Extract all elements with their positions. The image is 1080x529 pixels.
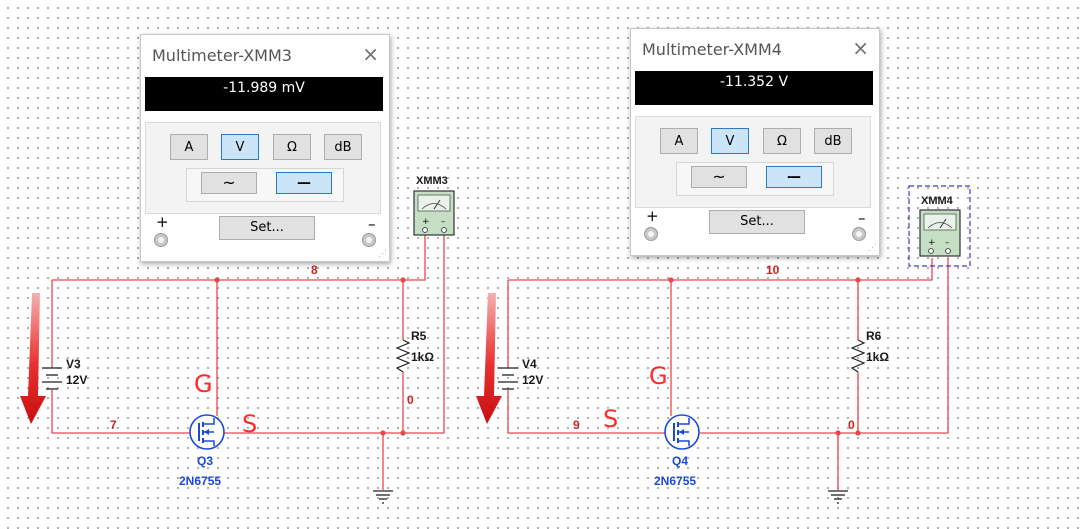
mode-button-ampere[interactable]: A [660, 128, 698, 154]
negative-terminal-label: – [368, 215, 376, 233]
battery-symbol[interactable] [42, 367, 62, 390]
mode-button-volt[interactable]: V [221, 134, 259, 160]
net-label: 10 [766, 263, 780, 277]
source-annotation: S [242, 410, 257, 438]
settings-button[interactable]: Set... [219, 216, 315, 240]
mode-button-ohm[interactable]: Ω [273, 134, 311, 160]
mosfet-symbol[interactable] [664, 414, 700, 450]
gate-annotation: G [649, 362, 668, 390]
control-panel: A V Ω dB ~ — [635, 116, 871, 208]
net-label: 8 [311, 263, 318, 277]
gate-annotation: G [194, 370, 213, 398]
instrument-plus: + [928, 238, 936, 248]
battery-symbol[interactable] [498, 367, 518, 390]
control-panel: A V Ω dB ~ — [145, 122, 381, 214]
positive-terminal-label: + [646, 207, 659, 225]
junction-dot [214, 277, 220, 283]
ground-symbol[interactable] [828, 490, 848, 504]
instrument-minus: – [945, 238, 950, 248]
resistor-name: R5 [411, 329, 427, 343]
positive-terminal-label: + [156, 213, 169, 231]
resize-grip-icon[interactable]: ⋰ [378, 248, 387, 258]
transistor-name: Q4 [672, 454, 688, 468]
wires-left [51, 234, 445, 490]
positive-terminal[interactable] [154, 233, 168, 247]
window-title: Multimeter-XMM3 [152, 46, 292, 65]
close-icon[interactable]: × [362, 42, 379, 66]
circuit-right: V4 12V R6 1kΩ Q4 2N6755 G S 10 9 0 [476, 185, 971, 504]
source-name: V4 [522, 357, 537, 371]
multimeter-instrument-icon[interactable] [919, 209, 961, 257]
junction-dot [400, 277, 406, 283]
resistor-name: R6 [866, 329, 882, 343]
ac-coupling-button[interactable]: ~ [691, 166, 747, 188]
selection-box [908, 185, 971, 267]
instrument-plus: + [422, 217, 430, 227]
mode-button-db[interactable]: dB [324, 134, 362, 160]
window-title: Multimeter-XMM4 [642, 40, 782, 59]
resize-grip-icon[interactable]: ⋰ [868, 242, 877, 252]
transistor-model: 2N6755 [654, 474, 696, 488]
positive-terminal[interactable] [644, 227, 658, 241]
mode-button-volt[interactable]: V [711, 128, 749, 154]
resistor-value: 1kΩ [411, 350, 434, 364]
net-label: 0 [848, 418, 855, 432]
reading-display: -11.989 mV [145, 77, 383, 111]
wires-right [507, 258, 949, 490]
dc-coupling-button[interactable]: — [276, 172, 332, 194]
negative-terminal-label: – [858, 209, 866, 227]
ground-symbol[interactable] [373, 490, 393, 504]
resistor-symbol[interactable] [395, 339, 411, 373]
close-icon[interactable]: × [852, 36, 869, 60]
junction-dot [835, 430, 841, 436]
source-annotation: S [603, 405, 618, 433]
current-arrow-annotation [476, 293, 502, 424]
current-arrow-annotation [20, 293, 46, 424]
junction-dot [380, 430, 386, 436]
instrument-label: XMM3 [416, 175, 448, 187]
net-label: 9 [573, 418, 580, 432]
mode-button-ampere[interactable]: A [170, 134, 208, 160]
junction-dot [855, 277, 861, 283]
instrument-label: XMM4 [921, 195, 954, 207]
transistor-model: 2N6755 [179, 474, 221, 488]
instrument-minus: – [441, 217, 446, 227]
multimeter-window[interactable]: Multimeter-XMM3 × -11.989 mV A V Ω dB ~ … [140, 34, 390, 262]
mode-button-db[interactable]: dB [814, 128, 852, 154]
ac-coupling-button[interactable]: ~ [201, 172, 257, 194]
net-label: 0 [407, 393, 414, 407]
net-label: 7 [110, 418, 117, 432]
source-value: 12V [522, 373, 543, 387]
junction-dot [855, 430, 861, 436]
negative-terminal[interactable] [362, 233, 376, 247]
transistor-name: Q3 [197, 454, 213, 468]
source-value: 12V [66, 373, 87, 387]
source-name: V3 [66, 357, 81, 371]
settings-button[interactable]: Set... [709, 210, 805, 234]
junction-dot [400, 430, 406, 436]
junction-dot [668, 277, 674, 283]
multimeter-instrument-icon[interactable] [413, 190, 455, 236]
dc-coupling-button[interactable]: — [766, 166, 822, 188]
multimeter-window[interactable]: Multimeter-XMM4 × -11.352 V A V Ω dB ~ —… [630, 28, 880, 256]
mosfet-symbol[interactable] [189, 414, 225, 450]
resistor-value: 1kΩ [866, 350, 889, 364]
resistor-symbol[interactable] [850, 339, 866, 373]
circuit-left: V3 12V R5 1kΩ Q3 2N6755 G S 8 7 0 [20, 175, 455, 504]
mode-button-ohm[interactable]: Ω [763, 128, 801, 154]
negative-terminal[interactable] [852, 227, 866, 241]
reading-display: -11.352 V [635, 71, 873, 105]
